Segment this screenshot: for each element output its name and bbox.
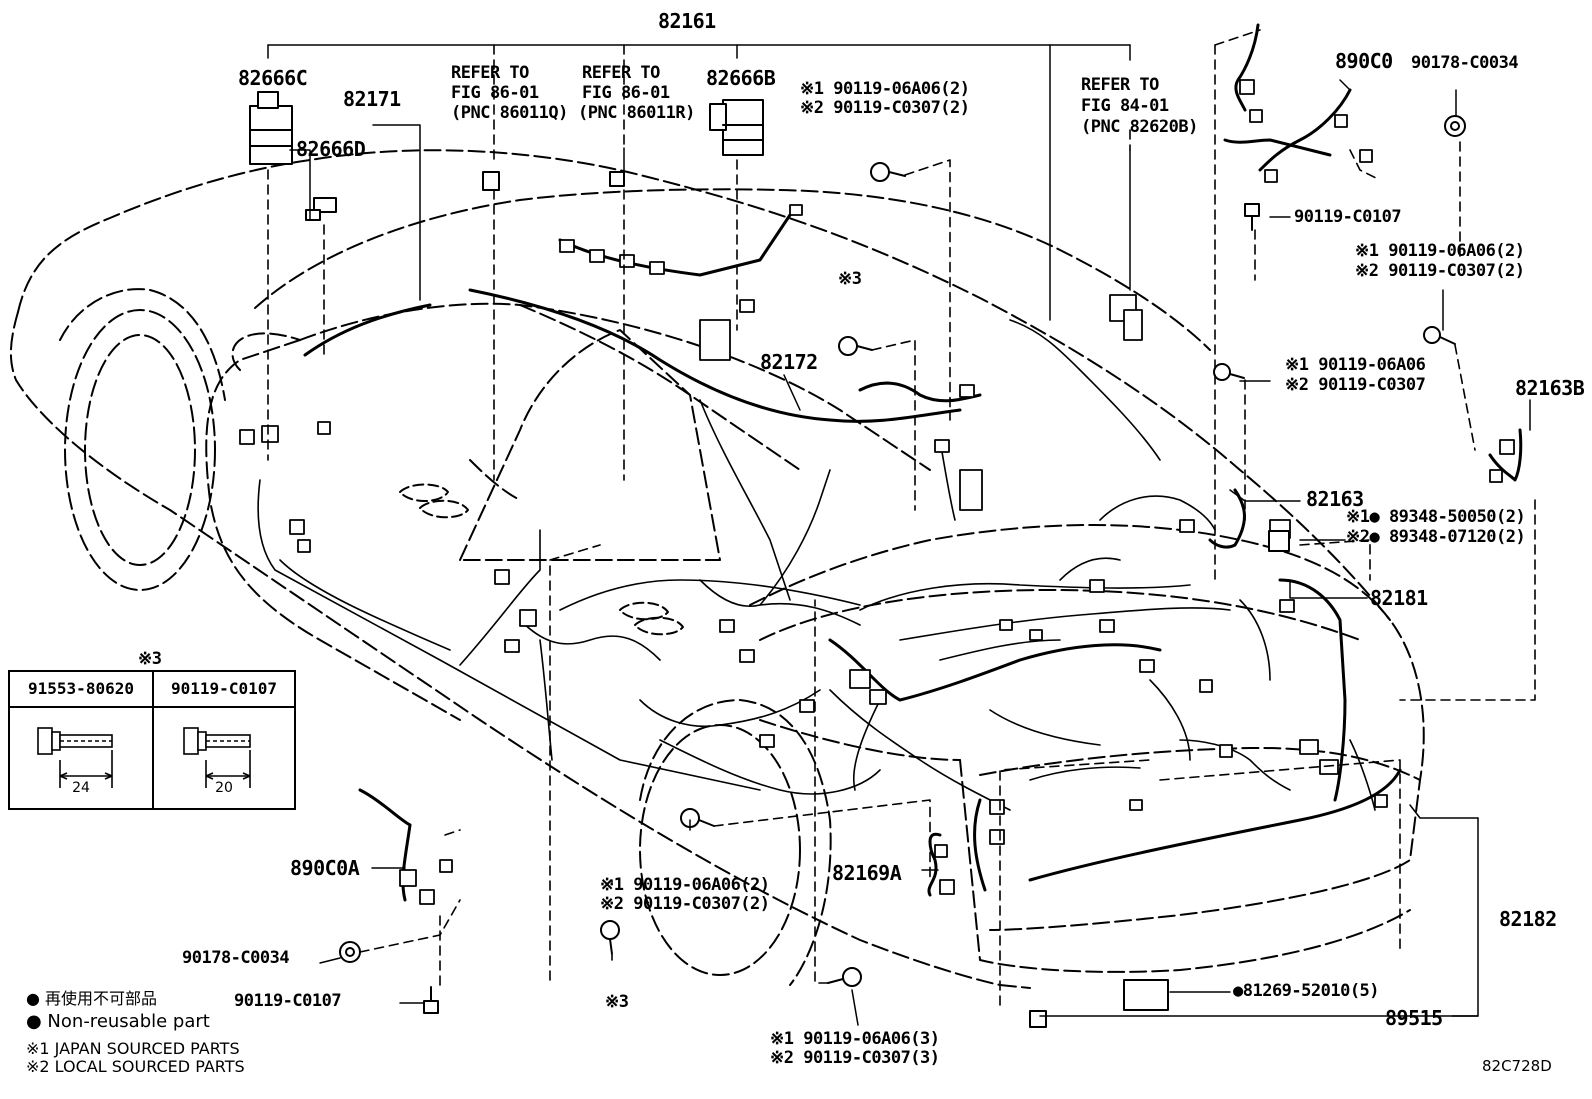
- label-refer-b-3: (PNC 86011R): [578, 103, 695, 123]
- inset-column-b: 90119-C0107 20: [154, 672, 294, 808]
- label-relay-block-right: 82666B: [706, 66, 776, 90]
- label-bolt-single-2: ※2 90119-C0307: [1285, 375, 1426, 395]
- inset-part-a: 91553-80620: [10, 672, 152, 708]
- bolt-b-icon: [183, 727, 251, 788]
- label-door-wire: 82163: [1306, 487, 1364, 511]
- label-bolt-top-right: 90119-C0107: [1294, 207, 1402, 227]
- legend-note-2: ※2 LOCAL SOURCED PARTS: [26, 1057, 245, 1076]
- label-bolt-mid-right-2: ※2 90119-C0307(2): [1355, 261, 1525, 281]
- front-left-wheel: [59, 288, 226, 591]
- label-refer-c-3: (PNC 82620B): [1081, 117, 1198, 137]
- label-bolt-single-1: ※1 90119-06A06: [1285, 355, 1426, 375]
- label-bolt-top-1: ※1 90119-06A06(2): [800, 79, 970, 99]
- label-clamp-1: ※1● 89348-50050(2): [1346, 507, 1526, 527]
- label-sensor-top: 890C0: [1335, 49, 1393, 73]
- wire-branches: [257, 319, 1376, 811]
- label-bolt-left: 90119-C0107: [234, 991, 342, 1011]
- diagram-id: 82C728D: [1482, 1057, 1552, 1075]
- label-relay-block-left: 82666C: [238, 66, 308, 90]
- label-label-part: ●81269-52010(5): [1233, 981, 1380, 1001]
- label-floor-wire: 82171: [343, 87, 401, 111]
- rear-right-wheel: [639, 699, 832, 986]
- inset-mark: ※3: [138, 649, 162, 669]
- bolt-a-icon: [37, 727, 113, 788]
- label-bolt-bottom-2: ※2 90119-C0307(3): [770, 1048, 940, 1068]
- label-mark3-bottom: ※3: [605, 992, 629, 1012]
- wire-harnesses: [303, 23, 1523, 902]
- label-clip: 89515: [1385, 1006, 1443, 1030]
- label-door-wire-b: 82163B: [1515, 376, 1585, 400]
- label-sub-wire-a: 82169A: [832, 861, 902, 885]
- fasteners: [339, 115, 1466, 1028]
- label-bolt-wheel-1: ※1 90119-06A06(2): [600, 875, 770, 895]
- legend-non-reusable-ja: ● 再使用不可部品: [26, 989, 158, 1008]
- reference-lines: [267, 29, 1536, 1006]
- label-bolt-mid-right-1: ※1 90119-06A06(2): [1355, 241, 1525, 261]
- label-refer-b-2: FIG 86-01: [582, 83, 670, 103]
- label-bolt-wheel-2: ※2 90119-C0307(2): [600, 894, 770, 914]
- relay-blocks: [249, 91, 764, 221]
- label-bracket-d: 82666D: [296, 137, 366, 161]
- label-refer-b-1: REFER TO: [582, 63, 660, 83]
- label-bolt-top-2: ※2 90119-C0307(2): [800, 98, 970, 118]
- label-bolt-bottom-1: ※1 90119-06A06(3): [770, 1029, 940, 1049]
- label-sensor-left: 890C0A: [290, 856, 360, 880]
- inset-dim-a: 24: [72, 780, 90, 796]
- label-refer-c-2: FIG 84-01: [1081, 96, 1169, 116]
- label-refer-a-3: (PNC 86011Q): [451, 103, 568, 123]
- label-nut-left: 90178-C0034: [182, 948, 290, 968]
- legend-non-reusable-en: ● Non-reusable part: [26, 1011, 210, 1032]
- door-handles: [399, 483, 684, 636]
- label-clamp-2: ※2● 89348-07120(2): [1346, 527, 1526, 547]
- inset-bolt-table: 91553-80620 24 90119-C0107 20: [8, 670, 296, 810]
- inset-part-b: 90119-C0107: [154, 672, 294, 708]
- label-main-harness: 82161: [658, 9, 716, 33]
- inset-dim-b: 20: [215, 780, 233, 796]
- inset-column-a: 91553-80620 24: [10, 672, 154, 808]
- label-nut-top: 90178-C0034: [1411, 53, 1519, 73]
- label-refer-a-2: FIG 86-01: [451, 83, 539, 103]
- label-refer-c-1: REFER TO: [1081, 75, 1159, 95]
- label-mark3-top: ※3: [838, 269, 862, 289]
- label-roof-wire: 82172: [760, 350, 818, 374]
- label-refer-a-1: REFER TO: [451, 63, 529, 83]
- car-body-outline: [9, 149, 1425, 989]
- label-bumper-wire: 82182: [1499, 907, 1557, 931]
- label-engine-wire: 82181: [1370, 586, 1428, 610]
- legend-note-1: ※1 JAPAN SOURCED PARTS: [26, 1039, 240, 1058]
